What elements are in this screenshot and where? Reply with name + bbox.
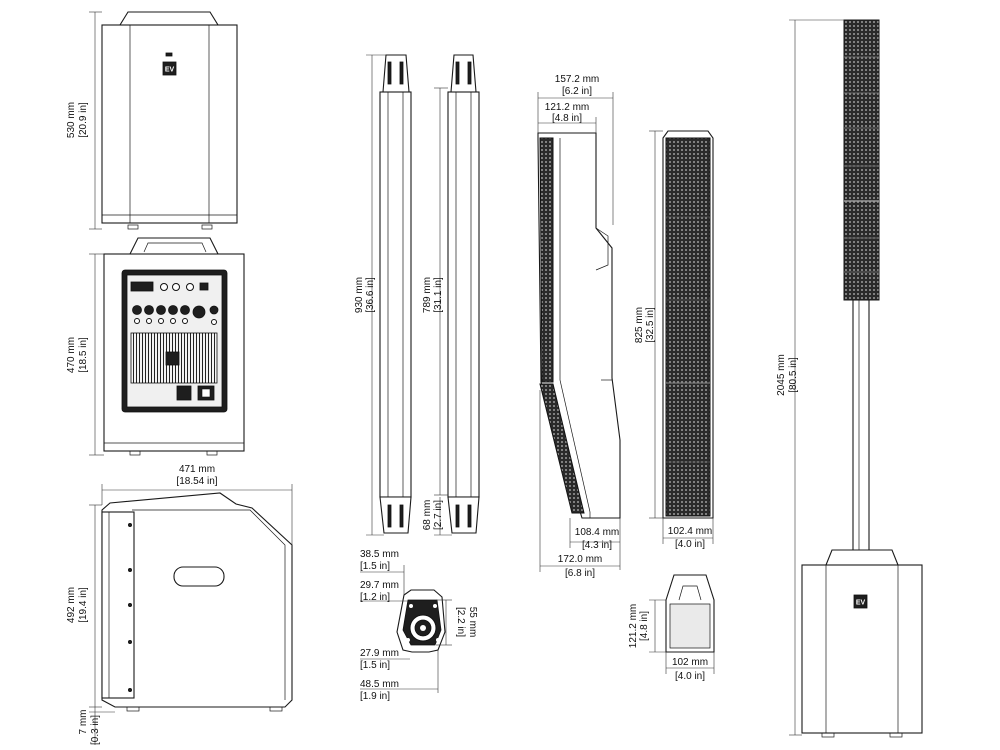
svg-text:108.4 mm: 108.4 mm bbox=[575, 527, 619, 538]
side-angled-dimensions: 157.2 mm [6.2 in] 121.2 mm [4.8 in] 108.… bbox=[537, 74, 621, 579]
svg-text:[4.0 in]: [4.0 in] bbox=[675, 539, 705, 550]
column-connector-bottom-view bbox=[396, 589, 446, 653]
amplifier-panel bbox=[121, 269, 228, 413]
svg-text:EV: EV bbox=[165, 67, 175, 74]
svg-text:[6.8 in]: [6.8 in] bbox=[565, 568, 595, 579]
subwoofer-front-view: EV bbox=[101, 11, 238, 230]
svg-text:157.2 mm: 157.2 mm bbox=[555, 74, 599, 85]
svg-text:[1.5 in]: [1.5 in] bbox=[360, 561, 390, 572]
svg-text:[32.5 in]: [32.5 in] bbox=[645, 307, 656, 343]
svg-text:[1.5 in]: [1.5 in] bbox=[360, 660, 390, 671]
svg-text:55 mm: 55 mm bbox=[467, 607, 478, 638]
svg-text:[4.3 in]: [4.3 in] bbox=[582, 540, 612, 551]
full-system-assembled-view: EV bbox=[801, 19, 923, 738]
svg-text:[1.9 in]: [1.9 in] bbox=[360, 691, 390, 702]
svg-text:68 mm: 68 mm bbox=[422, 500, 433, 531]
svg-text:102 mm: 102 mm bbox=[672, 657, 708, 668]
connector-dimensions: 38.5 mm [1.5 in] 29.7 mm [1.2 in] 55 mm … bbox=[360, 549, 478, 702]
svg-text:530 mm: 530 mm bbox=[66, 102, 77, 138]
svg-text:38.5 mm: 38.5 mm bbox=[360, 549, 399, 560]
svg-text:[1.2 in]: [1.2 in] bbox=[360, 592, 390, 603]
heatsink bbox=[130, 332, 218, 384]
svg-text:[31.1 in]: [31.1 in] bbox=[433, 277, 444, 313]
column-rear-view bbox=[447, 54, 480, 534]
svg-text:29.7 mm: 29.7 mm bbox=[360, 580, 399, 591]
dimension-470mm: 470 mm [18.5 in] bbox=[66, 253, 104, 456]
svg-text:[18.54 in]: [18.54 in] bbox=[176, 476, 217, 487]
dimension-2045mm: 2045 mm [80.5 in] bbox=[776, 19, 844, 736]
subwoofer-rear-view bbox=[103, 237, 245, 456]
svg-text:121.2 mm: 121.2 mm bbox=[545, 102, 589, 113]
dimension-492mm: 492 mm [19.4 in] bbox=[66, 504, 102, 708]
array-grille-front-view bbox=[662, 130, 714, 519]
svg-text:[2.7 in]: [2.7 in] bbox=[433, 500, 444, 530]
column-side-angled-view bbox=[537, 132, 621, 519]
svg-text:471 mm: 471 mm bbox=[179, 464, 215, 475]
svg-text:825 mm: 825 mm bbox=[634, 307, 645, 343]
dimension-7mm: 7 mm [0.3 in] bbox=[78, 707, 115, 745]
svg-text:2045 mm: 2045 mm bbox=[776, 354, 787, 396]
svg-text:121.2 mm: 121.2 mm bbox=[628, 604, 639, 648]
svg-text:470 mm: 470 mm bbox=[66, 337, 77, 373]
dimension-530mm: 530 mm [20.9 in] bbox=[66, 11, 102, 230]
svg-text:[18.5 in]: [18.5 in] bbox=[78, 337, 89, 373]
svg-text:EV: EV bbox=[856, 600, 866, 607]
svg-text:789 mm: 789 mm bbox=[422, 277, 433, 313]
svg-text:7 mm: 7 mm bbox=[78, 710, 89, 735]
svg-text:[80.5 in]: [80.5 in] bbox=[788, 357, 799, 393]
dimension-930mm: 930 mm [36.6 in] bbox=[354, 54, 386, 536]
svg-text:48.5 mm: 48.5 mm bbox=[360, 679, 399, 690]
svg-text:27.9 mm: 27.9 mm bbox=[360, 648, 399, 659]
dimension-68mm: 68 mm [2.7 in] bbox=[422, 497, 452, 536]
svg-text:[4.0 in]: [4.0 in] bbox=[675, 671, 705, 682]
array-dimensions: 825 mm [32.5 in] 102.4 mm [4.0 in] bbox=[634, 130, 714, 550]
svg-text:[19.4 in]: [19.4 in] bbox=[78, 587, 89, 623]
dimension-789mm: 789 mm [31.1 in] bbox=[422, 87, 448, 496]
side-screws bbox=[127, 523, 132, 693]
svg-text:[0.3 in]: [0.3 in] bbox=[90, 715, 101, 745]
svg-text:492 mm: 492 mm bbox=[66, 587, 77, 623]
svg-text:930 mm: 930 mm bbox=[354, 277, 365, 313]
svg-text:172.0 mm: 172.0 mm bbox=[558, 554, 602, 565]
column-foot-detail bbox=[665, 574, 715, 653]
ev-logo-badge: EV bbox=[162, 61, 177, 76]
input-knobs bbox=[132, 305, 219, 325]
svg-text:[36.6 in]: [36.6 in] bbox=[365, 277, 376, 313]
svg-text:[20.9 in]: [20.9 in] bbox=[78, 102, 89, 138]
svg-text:[6.2 in]: [6.2 in] bbox=[562, 86, 592, 97]
ev-logo-badge-system: EV bbox=[853, 594, 868, 609]
svg-text:[4.8 in]: [4.8 in] bbox=[639, 611, 650, 641]
svg-text:102.4 mm: 102.4 mm bbox=[668, 526, 712, 537]
svg-text:[4.8 in]: [4.8 in] bbox=[552, 113, 582, 124]
foot-dimensions: 121.2 mm [4.8 in] 102 mm [4.0 in] bbox=[628, 599, 715, 682]
dimension-471mm: 471 mm [18.54 in] bbox=[101, 464, 293, 545]
subwoofer-side-view bbox=[101, 492, 293, 712]
column-front-view bbox=[379, 54, 412, 534]
svg-text:[2.2 in]: [2.2 in] bbox=[455, 607, 466, 637]
